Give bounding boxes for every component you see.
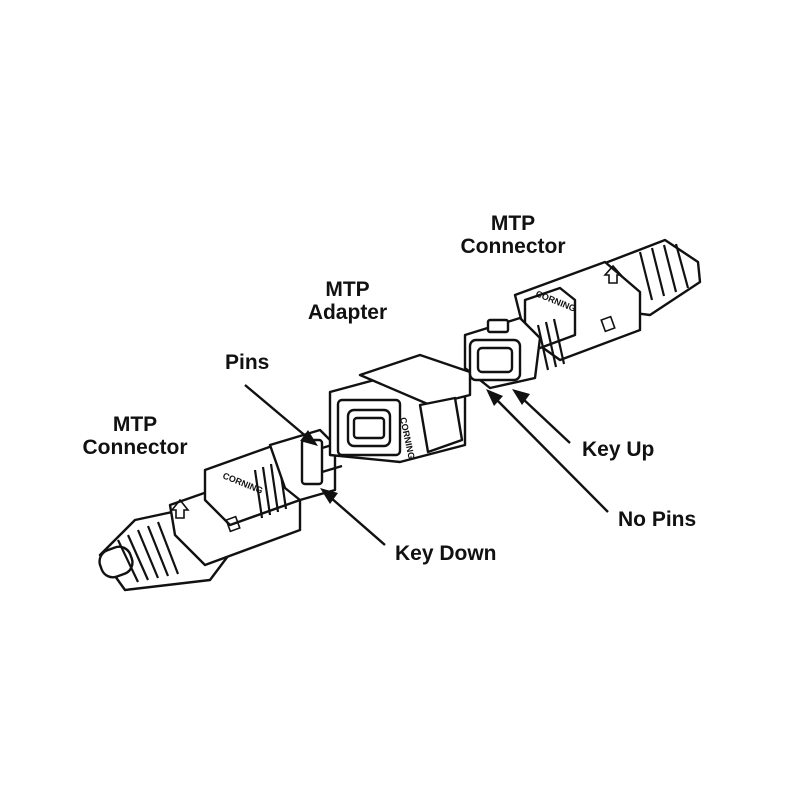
key-down-pointer-arrow <box>320 488 386 546</box>
guide-pin <box>321 464 343 474</box>
no-pins-pointer-arrow <box>486 389 609 513</box>
right-mtp-connector: CORNING <box>463 238 702 390</box>
pins-pointer-arrow <box>244 384 318 446</box>
key-down-label: Key Down <box>395 542 497 565</box>
right-connector-arrow-emblem <box>603 264 623 284</box>
left-connector-label: MTP Connector <box>75 413 195 459</box>
pins-label: Pins <box>225 351 270 374</box>
left-mtp-connector: CORNING <box>98 428 343 592</box>
right-connector-body: CORNING <box>513 260 642 371</box>
top-connector-label-line2: Connector <box>460 235 566 258</box>
adapter-label-line2: Adapter <box>307 301 388 324</box>
key-up-label: Key Up <box>582 438 655 461</box>
top-connector-label-line1: MTP <box>490 212 536 235</box>
no-pins-label: No Pins <box>618 508 697 531</box>
top-connector-label: MTP Connector <box>453 212 573 258</box>
mtp-adapter: CORNING <box>328 353 472 464</box>
left-connector-label-line2: Connector <box>82 436 188 459</box>
adapter-label-line1: MTP <box>325 278 370 301</box>
left-connector-label-line1: MTP <box>112 413 158 436</box>
key-up-pointer-arrow <box>512 389 571 444</box>
left-connector-arrow-emblem <box>170 498 190 519</box>
right-connector-ferrule <box>463 316 542 390</box>
adapter-label: MTP Adapter <box>290 278 405 324</box>
left-connector-body: CORNING <box>168 443 302 567</box>
